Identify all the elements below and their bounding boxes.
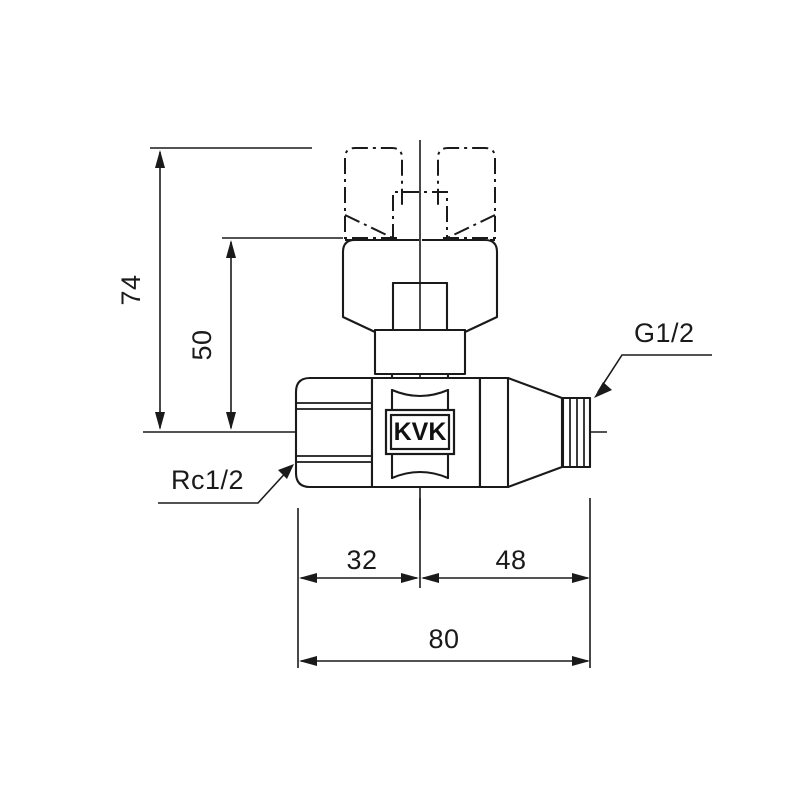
dimension-32: 32 [299,545,419,583]
body-arc-top [390,388,450,398]
dimension-48: 48 [421,545,590,583]
callout-label-g12: G1/2 [634,318,695,348]
dim-label-80: 80 [428,624,459,654]
phantom-wing-left [344,147,403,239]
dim-label-50: 50 [187,329,217,360]
body-arc-bottom [390,470,450,480]
arrowhead-80-left [299,656,317,666]
callout-rc12: Rc1/2 [158,464,294,504]
brand-label: KVK [394,418,447,446]
arrowhead-32-right [401,573,419,583]
outlet-cone [478,376,564,489]
dim-label-74: 74 [116,274,146,305]
arrowhead-74-top [155,150,165,168]
arrowhead-48-left [421,573,439,583]
hex-nut-outline [294,376,374,489]
arrowhead-32-left [299,573,317,583]
phantom-wing-left-taper [344,214,398,241]
arrowhead-g12 [594,382,612,398]
horizontal-dimensions: 32 48 80 [297,498,591,668]
dimension-80: 80 [299,624,590,666]
handle-wing-group [341,238,499,392]
arrowhead-74-bottom [155,412,165,430]
handle-wing-left [341,238,395,334]
dimension-50: 50 [187,237,343,430]
phantom-hub [392,191,448,240]
arrowhead-50-top [226,240,236,258]
leader-line-g12 [597,354,712,393]
dim-label-48: 48 [495,545,526,575]
bonnet-block [373,328,467,376]
arrowhead-50-bottom [226,412,236,430]
outlet-section [478,376,592,489]
arrowhead-rc12 [278,464,294,479]
callout-label-rc12: Rc1/2 [171,465,244,495]
arrowhead-48-right [572,573,590,583]
leader-line-rc12 [158,467,291,504]
dimension-74: 74 [116,147,312,430]
arrowhead-80-right [572,656,590,666]
handle-wing-right [445,238,499,334]
brand-logo-plate: KVK [384,408,456,456]
phantom-wing-right-taper [442,214,496,241]
dim-label-32: 32 [346,545,377,575]
callout-g12: G1/2 [594,318,712,398]
phantom-wing-right [437,147,496,239]
logo-inner-box [389,413,451,451]
inlet-hex-nut [294,376,374,489]
